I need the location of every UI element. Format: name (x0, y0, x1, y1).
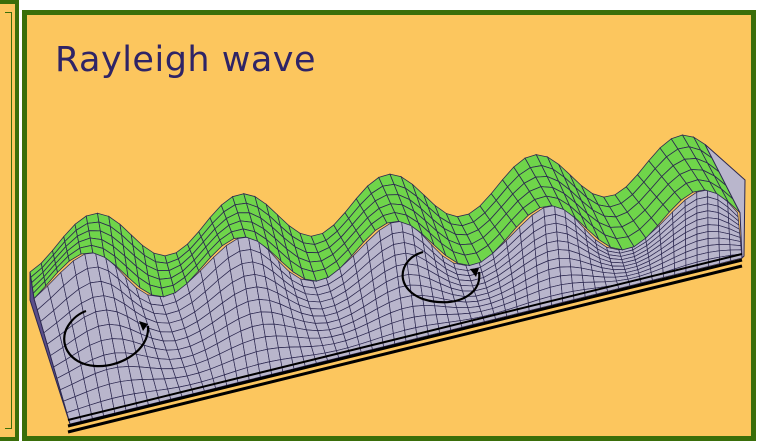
mesh-cell (558, 257, 572, 268)
circular-motion-arrow-icon (401, 250, 481, 304)
mesh-cell (557, 249, 571, 259)
mesh-cell (592, 275, 606, 283)
mesh-cell (602, 272, 616, 278)
block-top-surface (29, 134, 741, 300)
mesh-cell (707, 231, 720, 239)
mesh-cell (707, 224, 720, 233)
mesh-cell (557, 240, 570, 251)
mesh-cell (718, 237, 731, 246)
right-end-face (704, 144, 746, 260)
mesh-cell (571, 274, 584, 284)
mesh-cell (729, 244, 742, 251)
mesh-cell (707, 217, 719, 226)
mesh-cell (581, 274, 595, 283)
mesh-cell (412, 305, 426, 318)
mesh-cell (559, 266, 572, 277)
ground-baseline (67, 253, 743, 434)
mesh-cell (85, 212, 100, 224)
circular-motion-arrow-icon (63, 309, 150, 368)
mesh-cell (570, 266, 583, 276)
mesh-cell (87, 221, 101, 232)
mesh-cell (423, 305, 437, 316)
diagram-title: Rayleigh wave (55, 40, 317, 80)
mesh-cell (610, 261, 625, 267)
mesh-cell (460, 285, 475, 292)
mesh-cell (408, 274, 422, 286)
left-panel-border (5, 12, 12, 429)
left-panel-edge (0, 0, 19, 441)
